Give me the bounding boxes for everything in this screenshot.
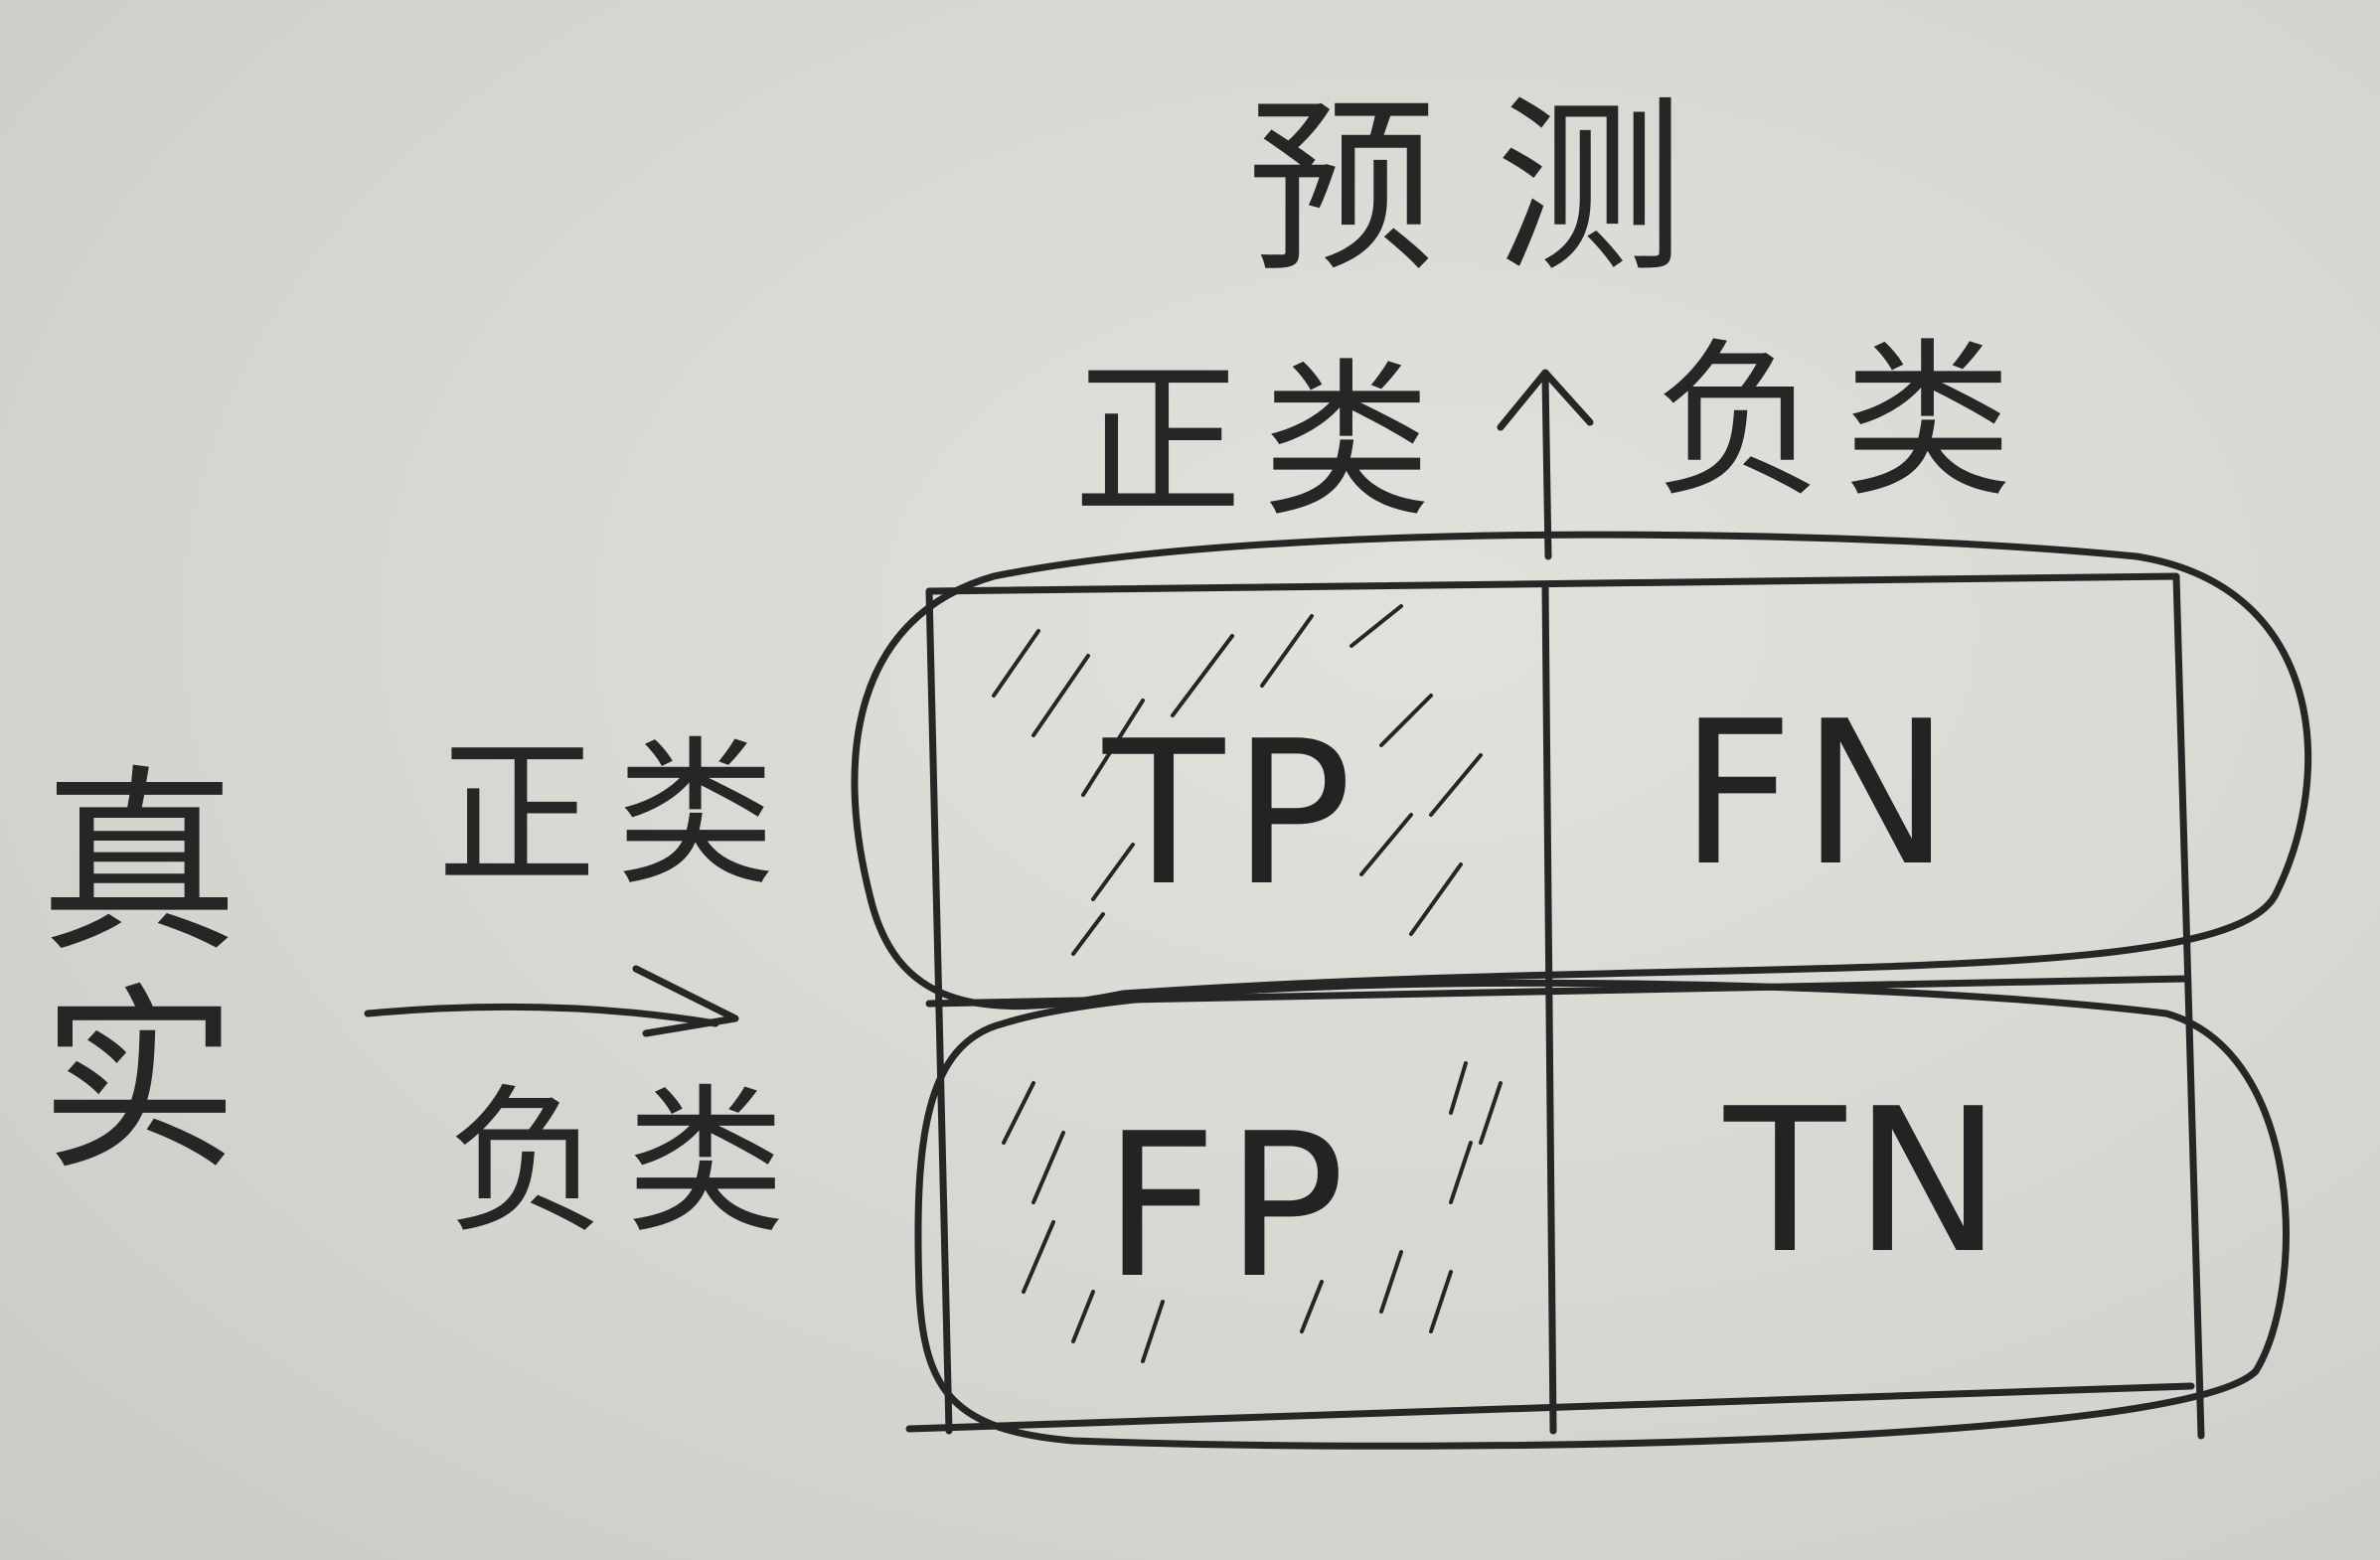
actual-arrow — [364, 965, 739, 1037]
row-loop-top — [851, 531, 2312, 1011]
predicted-axis-title: 预测 — [1247, 78, 1745, 298]
actual-axis-title: 真实 — [40, 748, 239, 1198]
predicted-arrow — [1497, 369, 1594, 560]
cell-true-negative: TN — [1724, 1066, 2010, 1298]
matrix-vertical-divider — [1541, 582, 1557, 1435]
fp-hatching — [1002, 1061, 1503, 1363]
cell-true-positive: TP — [1103, 699, 1360, 930]
actual-negative-label: 负类 — [447, 1069, 806, 1255]
row-loop-bottom — [914, 979, 2290, 1450]
cell-false-negative: FN — [1679, 679, 1959, 910]
actual-positive-label: 正类 — [437, 721, 796, 907]
cell-false-positive: FP — [1103, 1091, 1353, 1323]
predicted-positive-label: 正类 — [1073, 344, 1452, 541]
tp-hatching — [992, 604, 1483, 956]
predicted-negative-label: 负类 — [1655, 324, 2033, 521]
